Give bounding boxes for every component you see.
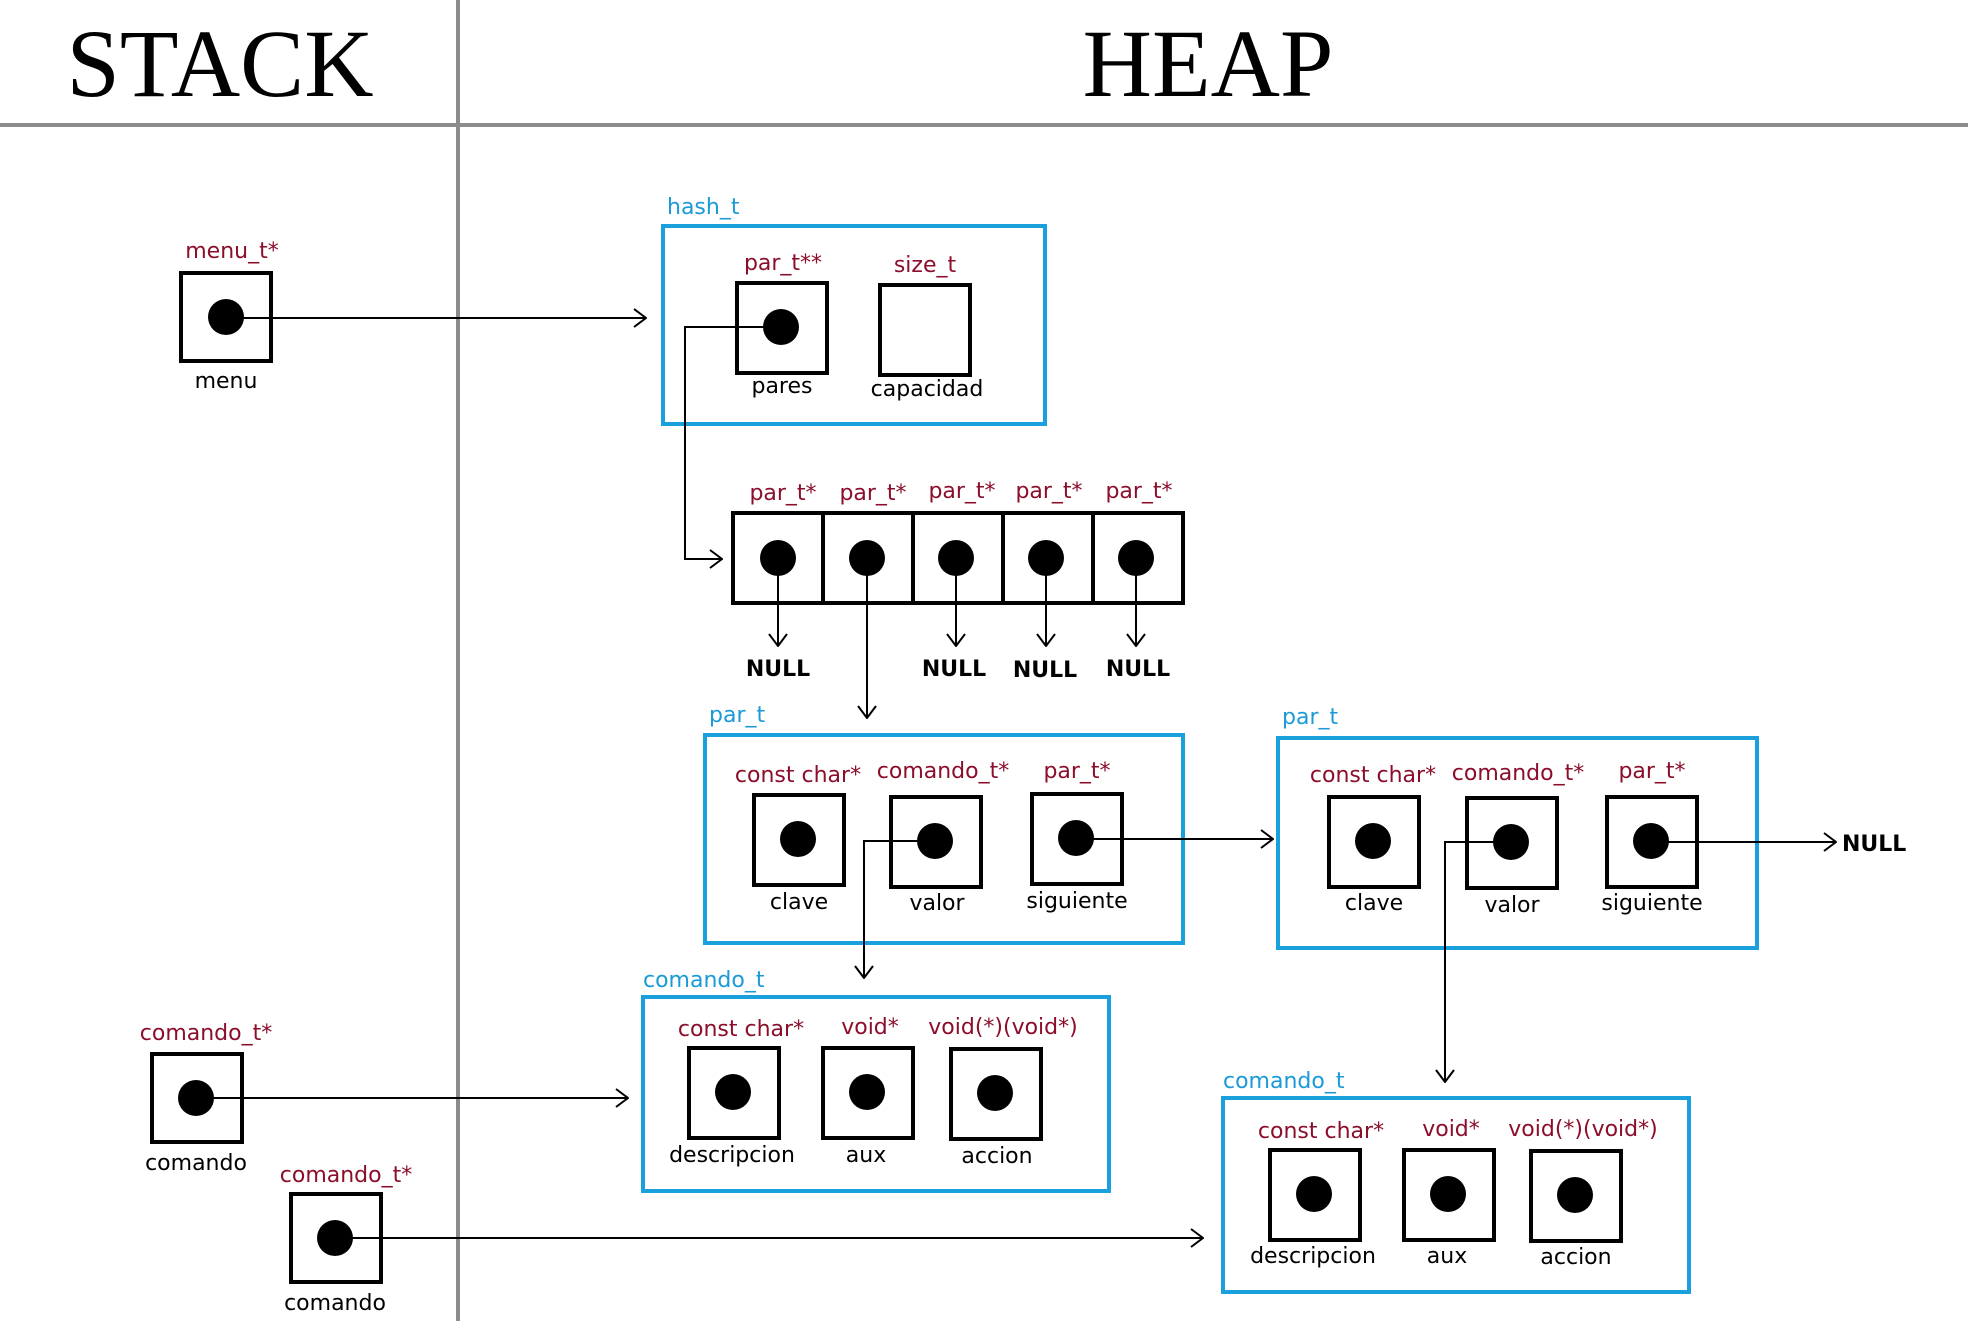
cmd1-aux-type: void* (841, 1015, 899, 1040)
par1-clave-type: const char* (735, 763, 861, 788)
par1-clave-name: clave (770, 890, 828, 915)
par2-valor-type: comando_t* (1452, 761, 1584, 786)
menu-name: menu (195, 369, 258, 394)
array-type-2: par_t* (928, 479, 995, 504)
par1-valor-name: valor (909, 891, 965, 916)
array-type-3: par_t* (1015, 479, 1082, 504)
par2-null: NULL (1842, 832, 1906, 857)
hash-field-capacidad: size_t capacidad (871, 253, 984, 402)
pares-name: pares (751, 374, 812, 399)
cmd2-aux-dot (1430, 1176, 1466, 1212)
par1-struct-label: par_t (709, 703, 765, 728)
cmd1-accion-type: void(*)(void*) (928, 1015, 1077, 1040)
cmd2-struct-box (1221, 1096, 1691, 1294)
cmd2-aux-type: void* (1422, 1117, 1480, 1142)
cmd2-descripcion-name: descripcion (1250, 1244, 1376, 1269)
array-dot-4 (1118, 540, 1154, 576)
arrow-pares-to-array (684, 326, 781, 559)
array-type-0: par_t* (749, 481, 816, 506)
comando2-type: comando_t* (280, 1163, 412, 1188)
cmd2-field-aux: void* aux (1402, 1117, 1496, 1269)
par2-field-siguiente: par_t* siguiente (1601, 759, 1702, 916)
null-2: NULL (922, 657, 986, 682)
par2-clave-type: const char* (1310, 763, 1436, 788)
par1-clave-dot (780, 821, 816, 857)
stack-title: STACK (66, 10, 373, 117)
menu-type: menu_t* (185, 239, 278, 264)
par1-valor-type: comando_t* (877, 759, 1009, 784)
capacidad-type: size_t (894, 253, 957, 278)
array-dot-3 (1028, 540, 1064, 576)
array-dot-2 (938, 540, 974, 576)
pares-type: par_t** (744, 251, 822, 276)
cmd1-field-accion: void(*)(void*) accion (928, 1015, 1077, 1169)
array-type-4: par_t* (1105, 479, 1172, 504)
comando1-name: comando (145, 1151, 247, 1176)
arrow-par2-valor-to-cmd2 (1445, 841, 1511, 1082)
par1-siguiente-type: par_t* (1043, 759, 1110, 784)
par1-siguiente-name: siguiente (1026, 889, 1127, 914)
cmd2-struct-label: comando_t (1223, 1069, 1345, 1094)
par2-clave-name: clave (1345, 891, 1403, 916)
cmd1-aux-dot (849, 1074, 885, 1110)
cmd2-aux-name: aux (1427, 1244, 1467, 1269)
par2-siguiente-type: par_t* (1618, 759, 1685, 784)
capacidad-cell (878, 283, 972, 377)
par2-field-valor: comando_t* valor (1452, 761, 1584, 918)
cmd1-descripcion-name: descripcion (669, 1143, 795, 1168)
comando1-type: comando_t* (140, 1021, 272, 1046)
cmd1-descripcion-type: const char* (678, 1017, 804, 1042)
cmd1-struct-box (641, 995, 1111, 1193)
comando2-name: comando (284, 1291, 386, 1316)
cmd1-struct-label: comando_t (643, 968, 765, 993)
null-4: NULL (1106, 657, 1170, 682)
array-dot-0 (760, 540, 796, 576)
null-3: NULL (1013, 658, 1077, 683)
cmd1-descripcion-dot (715, 1074, 751, 1110)
hash-struct-label: hash_t (667, 195, 740, 220)
cmd2-field-descripcion: const char* descripcion (1250, 1119, 1384, 1269)
array-type-1: par_t* (839, 481, 906, 506)
cmd1-aux-name: aux (846, 1143, 886, 1168)
par1-field-clave: const char* clave (735, 763, 861, 915)
stack-var-comando-1: comando_t* comando (140, 1021, 272, 1176)
cmd1-field-aux: void* aux (821, 1015, 915, 1168)
par2-struct-label: par_t (1282, 705, 1338, 730)
par2-valor-name: valor (1484, 893, 1540, 918)
par1-field-siguiente: par_t* siguiente (1026, 759, 1127, 914)
arrow-par1-valor-to-cmd1 (864, 840, 935, 978)
cmd2-field-accion: void(*)(void*) accion (1508, 1117, 1657, 1270)
par-pointer-array: par_t* par_t* par_t* par_t* par_t* NULL … (731, 479, 1185, 683)
capacidad-name: capacidad (871, 377, 984, 402)
hash-struct-box (661, 224, 1047, 426)
par2-field-clave: const char* clave (1310, 763, 1436, 916)
par2-clave-dot (1355, 823, 1391, 859)
hash-field-pares: par_t** pares (735, 251, 829, 399)
cmd2-accion-dot (1557, 1177, 1593, 1213)
null-0: NULL (746, 657, 810, 682)
cmd2-accion-type: void(*)(void*) (1508, 1117, 1657, 1142)
stack-var-comando-2: comando_t* comando (280, 1163, 412, 1316)
cmd1-accion-name: accion (961, 1144, 1032, 1169)
cmd2-accion-name: accion (1540, 1245, 1611, 1270)
cmd1-accion-dot (977, 1075, 1013, 1111)
par2-valor-cell (1465, 796, 1559, 890)
stack-var-menu: menu_t* menu (179, 239, 279, 394)
par1-field-valor: comando_t* valor (877, 759, 1009, 916)
cmd2-descripcion-dot (1296, 1176, 1332, 1212)
array-dot-1 (849, 540, 885, 576)
cmd2-descripcion-type: const char* (1258, 1119, 1384, 1144)
pointer-arrows (196, 318, 1836, 1238)
par2-siguiente-name: siguiente (1601, 891, 1702, 916)
heap-title: HEAP (1083, 10, 1334, 117)
cmd1-field-descripcion: const char* descripcion (669, 1017, 804, 1168)
